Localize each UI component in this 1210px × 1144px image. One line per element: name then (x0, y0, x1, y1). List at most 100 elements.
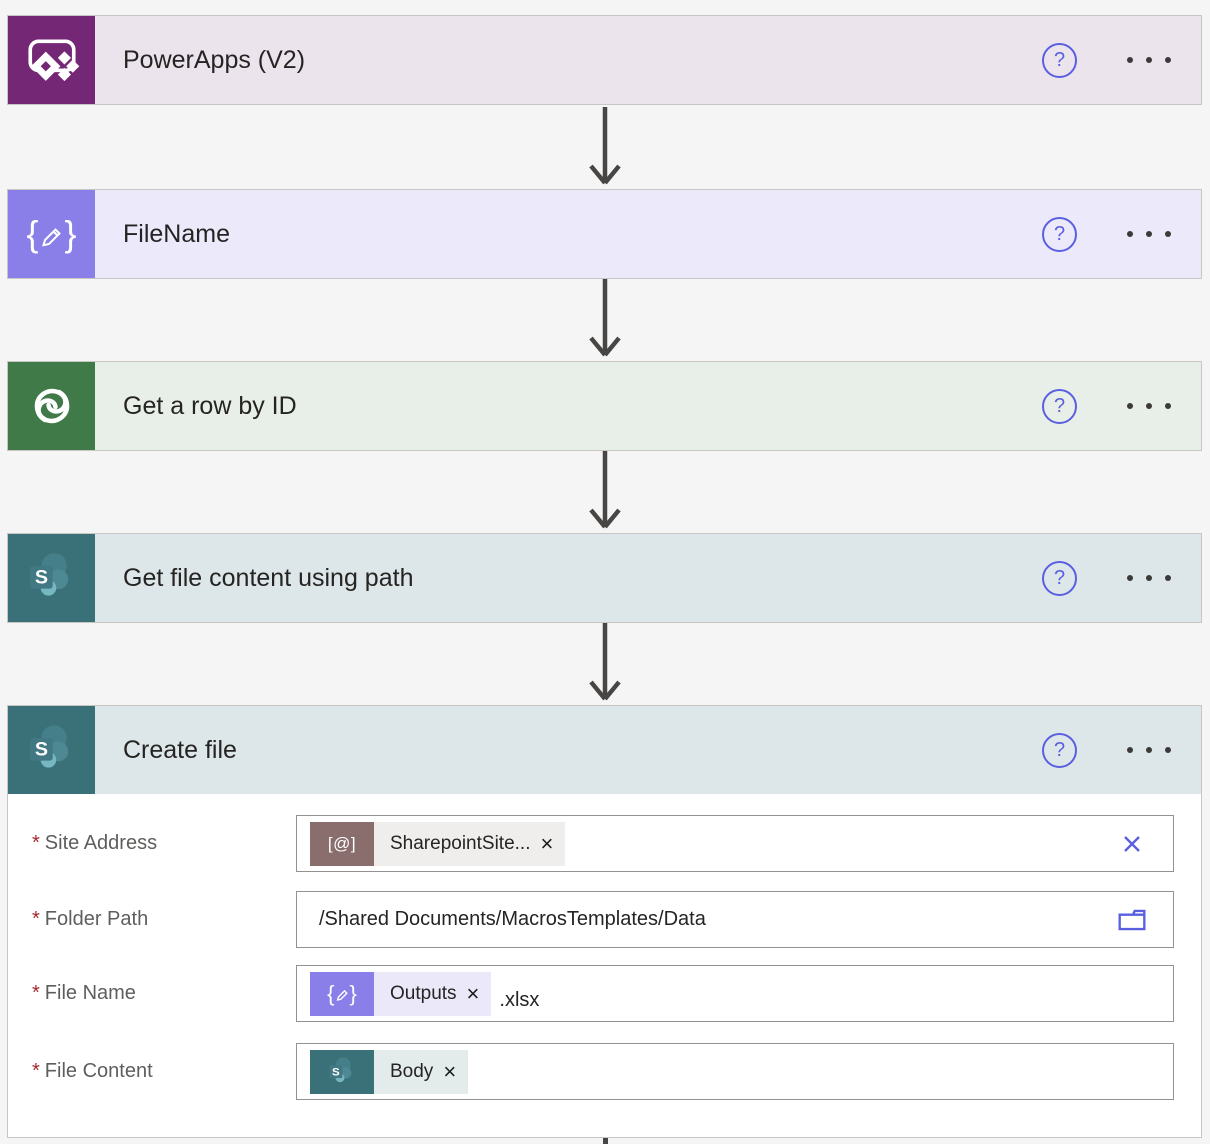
help-icon: ? (1053, 739, 1066, 761)
required-marker: * (32, 982, 40, 1004)
browse-folder-button[interactable] (1117, 908, 1147, 932)
ellipsis-icon (1165, 575, 1171, 581)
folder-path-value: /Shared Documents/MacrosTemplates/Data (319, 908, 706, 930)
remove-icon: × (540, 830, 554, 856)
brace-close: } (349, 980, 357, 1006)
field-row-site-address: * Site Address [@] SharepointSite... × (8, 815, 1201, 872)
help-button[interactable]: ? (1042, 388, 1077, 424)
card-header[interactable]: Get file content using path ? (8, 534, 1201, 622)
card-header[interactable]: Get a row by ID ? (8, 362, 1201, 450)
variable-icon: { } (310, 971, 374, 1016)
connector-arrow (589, 107, 621, 185)
token-text: SharepointSite... (390, 832, 531, 854)
ellipsis-icon (1146, 747, 1152, 753)
field-label: * File Name (32, 965, 136, 1022)
variable-icon: { } (8, 190, 95, 278)
powerapps-icon (8, 16, 95, 104)
more-menu-button[interactable] (1123, 567, 1175, 589)
sharepoint-icon (310, 1049, 374, 1094)
required-marker: * (32, 908, 40, 930)
at-bracket-icon: [@] (310, 821, 374, 866)
field-label: * File Content (32, 1043, 153, 1100)
remove-icon: × (443, 1058, 457, 1084)
sharepoint-icon (8, 706, 95, 794)
ellipsis-icon (1165, 231, 1171, 237)
ellipsis-icon (1165, 403, 1171, 409)
site-address-input[interactable]: [@] SharepointSite... × (296, 815, 1174, 872)
field-label: * Site Address (32, 815, 157, 872)
card-header[interactable]: { } FileName ? (8, 190, 1201, 278)
pencil-icon (41, 228, 61, 247)
field-label-text: Folder Path (44, 908, 149, 930)
create-file-form: * Site Address [@] SharepointSite... × (8, 794, 1201, 1137)
required-marker: * (32, 1060, 40, 1082)
ellipsis-icon (1146, 403, 1152, 409)
more-menu-button[interactable] (1123, 739, 1175, 761)
ellipsis-icon (1146, 575, 1152, 581)
required-marker: * (32, 832, 40, 854)
remove-icon: × (466, 980, 480, 1006)
help-button[interactable]: ? (1042, 42, 1077, 78)
action-card-get-row-by-id: Get a row by ID ? (7, 361, 1202, 451)
ellipsis-icon (1146, 57, 1152, 63)
file-name-input[interactable]: { } Outputs × (296, 965, 1174, 1022)
clear-x-icon (1124, 835, 1140, 852)
more-menu-button[interactable] (1123, 49, 1175, 71)
file-content-input[interactable]: Body × (296, 1043, 1174, 1100)
clear-field-button[interactable] (1117, 829, 1147, 859)
folder-icon (1118, 909, 1146, 930)
card-title: Get file content using path (123, 563, 414, 592)
connector-arrow (589, 279, 621, 357)
brace-open: { (26, 213, 39, 254)
field-row-file-name: * File Name { (8, 965, 1201, 1022)
remove-token-button[interactable]: × (443, 1058, 457, 1084)
card-title: PowerApps (V2) (123, 45, 306, 74)
ellipsis-icon (1146, 231, 1152, 237)
help-button[interactable]: ? (1042, 732, 1077, 768)
remove-token-button[interactable]: × (466, 980, 480, 1006)
card-header[interactable]: PowerApps (V2) ? (8, 16, 1201, 104)
action-card-create-file: Create file ? * Site Address (7, 705, 1202, 1138)
connector-arrow (589, 451, 621, 529)
help-button[interactable]: ? (1042, 560, 1077, 596)
help-button[interactable]: ? (1042, 216, 1077, 252)
help-icon: ? (1053, 49, 1066, 71)
card-title: Create file (123, 735, 237, 764)
help-icon: ? (1053, 223, 1066, 245)
ellipsis-icon (1127, 747, 1133, 753)
card-title: Get a row by ID (123, 391, 297, 420)
sharepoint-icon (8, 534, 95, 622)
more-menu-button[interactable] (1123, 223, 1175, 245)
connector-arrow (589, 623, 621, 701)
pencil-icon (336, 989, 348, 1001)
field-label-text: Site Address (44, 832, 158, 854)
connector-arrow-stub (603, 1138, 608, 1144)
file-name-token[interactable]: { } Outputs × (310, 971, 492, 1016)
action-card-filename: { } FileName ? (7, 189, 1202, 279)
token-text: Outputs (390, 982, 457, 1004)
field-row-file-content: * File Content Body × (8, 1043, 1201, 1100)
help-icon: ? (1053, 395, 1066, 417)
ellipsis-icon (1127, 403, 1133, 409)
help-icon: ? (1053, 567, 1066, 589)
ellipsis-icon (1165, 747, 1171, 753)
ellipsis-icon (1165, 57, 1171, 63)
action-card-powerapps: PowerApps (V2) ? (7, 15, 1202, 105)
ellipsis-icon (1127, 575, 1133, 581)
ellipsis-icon (1127, 231, 1133, 237)
field-label: * Folder Path (32, 891, 148, 948)
dataverse-icon (8, 362, 95, 450)
more-menu-button[interactable] (1123, 395, 1175, 417)
folder-path-input[interactable]: /Shared Documents/MacrosTemplates/Data (296, 891, 1174, 948)
card-header[interactable]: Create file ? (8, 706, 1201, 794)
file-content-token[interactable]: Body × (310, 1049, 469, 1094)
card-title: FileName (123, 219, 230, 248)
site-address-token[interactable]: [@] SharepointSite... × (310, 821, 566, 866)
token-text: Body (390, 1060, 434, 1082)
remove-token-button[interactable]: × (540, 830, 554, 856)
brace-open: { (327, 980, 335, 1006)
action-card-get-file-content: Get file content using path ? (7, 533, 1202, 623)
field-row-folder-path: * Folder Path /Shared Documents/MacrosTe… (8, 891, 1201, 948)
file-extension-text[interactable]: .xlsx (499, 989, 540, 1011)
